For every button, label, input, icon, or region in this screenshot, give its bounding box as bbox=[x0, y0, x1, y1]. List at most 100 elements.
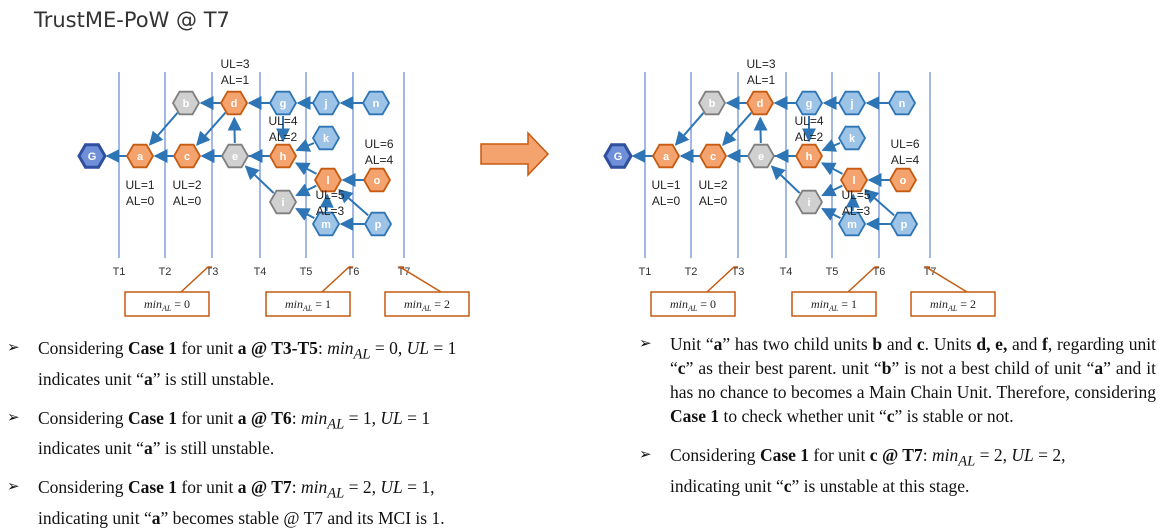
annotation-l: UL=5AL=3 bbox=[315, 188, 344, 218]
unit-node-l: l bbox=[839, 167, 869, 193]
svg-text:j: j bbox=[323, 98, 327, 110]
svg-text:G: G bbox=[614, 151, 623, 163]
unit-node-p: p bbox=[889, 211, 919, 237]
annotation-d: UL=3AL=1 bbox=[220, 57, 249, 87]
svg-text:i: i bbox=[807, 197, 810, 209]
svg-text:minAL = 1: minAL = 1 bbox=[811, 297, 857, 313]
unit-node-g: g bbox=[268, 90, 298, 116]
svg-text:AL=2: AL=2 bbox=[795, 130, 824, 144]
time-label: T2 bbox=[685, 266, 698, 278]
right-bullet-1: ➢ Unit “a” has two child units b and c. … bbox=[639, 334, 1156, 426]
svg-text:a: a bbox=[137, 151, 144, 163]
edge-e-d bbox=[753, 116, 768, 144]
annotation-c: UL=2AL=0 bbox=[698, 178, 727, 208]
left-bullet-2: ➢ Considering Case 1 for unit a @ T6: mi… bbox=[7, 407, 431, 459]
svg-text:p: p bbox=[901, 219, 908, 231]
unit-node-d: d bbox=[219, 90, 249, 116]
svg-text:c: c bbox=[184, 151, 190, 163]
unit-node-e: e bbox=[220, 143, 250, 169]
unit-node-i: i bbox=[794, 189, 824, 215]
annotation-c: UL=2AL=0 bbox=[172, 178, 201, 208]
transition-arrow bbox=[480, 131, 550, 177]
edge-l-i bbox=[295, 183, 317, 197]
time-label: T4 bbox=[780, 266, 793, 278]
unit-node-n: n bbox=[361, 90, 391, 116]
time-label: T4 bbox=[254, 266, 267, 278]
bullet-arrow-icon: ➢ bbox=[7, 340, 20, 356]
time-label: T1 bbox=[113, 266, 126, 278]
left-bullet-1: ➢ Considering Case 1 for unit a @ T3-T5:… bbox=[7, 338, 457, 389]
svg-text:AL=3: AL=3 bbox=[316, 204, 345, 218]
unit-node-j: j bbox=[311, 90, 341, 116]
svg-text:m: m bbox=[321, 219, 331, 231]
time-label: T1 bbox=[639, 266, 652, 278]
svg-text:UL=3: UL=3 bbox=[746, 57, 775, 71]
svg-text:g: g bbox=[806, 98, 813, 110]
time-label: T3 bbox=[206, 266, 219, 278]
annotation-h: UL=4AL=2 bbox=[268, 114, 297, 144]
svg-text:minAL = 0: minAL = 0 bbox=[144, 297, 190, 313]
svg-text:UL=1: UL=1 bbox=[125, 178, 154, 192]
edge-m-l bbox=[319, 193, 334, 212]
svg-text:UL=3: UL=3 bbox=[220, 57, 249, 71]
min-al-box-0: minAL = 0 bbox=[124, 266, 212, 317]
edge-p-l bbox=[864, 188, 895, 217]
svg-text:UL=5: UL=5 bbox=[841, 188, 870, 202]
edge-m-l bbox=[845, 193, 860, 212]
unit-node-G: G bbox=[77, 143, 107, 169]
svg-text:c: c bbox=[710, 151, 716, 163]
annotation-a: UL=1AL=0 bbox=[651, 178, 680, 208]
svg-text:minAL = 0: minAL = 0 bbox=[670, 297, 716, 313]
svg-text:m: m bbox=[847, 219, 857, 231]
annotation-l: UL=5AL=3 bbox=[841, 188, 870, 218]
svg-text:AL=2: AL=2 bbox=[269, 130, 298, 144]
unit-node-g: g bbox=[794, 90, 824, 116]
svg-text:h: h bbox=[280, 151, 287, 163]
edge-k-h bbox=[295, 138, 315, 152]
svg-text:d: d bbox=[231, 98, 238, 110]
edge-l-i bbox=[821, 183, 843, 197]
right-bullet-2: ➢ Considering Case 1 for unit c @ T7: mi… bbox=[639, 445, 1066, 496]
svg-text:AL=0: AL=0 bbox=[652, 194, 681, 208]
edge-d-c bbox=[196, 112, 227, 146]
min-al-box-1: minAL = 1 bbox=[791, 266, 879, 317]
svg-text:UL=4: UL=4 bbox=[268, 114, 297, 128]
svg-text:minAL = 1: minAL = 1 bbox=[285, 297, 331, 313]
svg-text:G: G bbox=[88, 151, 97, 163]
time-label: T3 bbox=[732, 266, 745, 278]
svg-text:b: b bbox=[709, 98, 716, 110]
unit-node-l: l bbox=[313, 167, 343, 193]
annotation-h: UL=4AL=2 bbox=[794, 114, 823, 144]
unit-node-j: j bbox=[837, 90, 867, 116]
annotation-o: UL=6AL=4 bbox=[364, 137, 393, 167]
time-label: T6 bbox=[347, 266, 360, 278]
svg-text:d: d bbox=[757, 98, 764, 110]
time-label: T6 bbox=[873, 266, 886, 278]
unit-node-h: h bbox=[268, 143, 298, 169]
svg-text:UL=6: UL=6 bbox=[890, 137, 919, 151]
annotation-a: UL=1AL=0 bbox=[125, 178, 154, 208]
annotation-o: UL=6AL=4 bbox=[890, 137, 919, 167]
edge-m-i bbox=[821, 207, 841, 221]
time-label: T7 bbox=[398, 266, 411, 278]
bullet-arrow-icon: ➢ bbox=[639, 336, 652, 352]
svg-text:AL=0: AL=0 bbox=[173, 194, 202, 208]
svg-text:AL=4: AL=4 bbox=[891, 153, 920, 167]
unit-node-a: a bbox=[125, 143, 155, 169]
svg-text:p: p bbox=[375, 219, 382, 231]
svg-text:l: l bbox=[852, 175, 855, 187]
edge-l-h bbox=[294, 162, 317, 176]
svg-text:UL=4: UL=4 bbox=[794, 114, 823, 128]
edge-d-c bbox=[722, 112, 753, 146]
time-label: T2 bbox=[159, 266, 172, 278]
svg-text:e: e bbox=[758, 151, 764, 163]
unit-node-h: h bbox=[794, 143, 824, 169]
edge-e-d bbox=[227, 116, 242, 144]
left-bullet-list: ➢ Considering Case 1 for unit a @ T3-T5:… bbox=[7, 336, 580, 530]
unit-node-m: m bbox=[311, 211, 341, 237]
page-title: TrustME-PoW @ T7 bbox=[34, 8, 230, 32]
svg-text:AL=1: AL=1 bbox=[747, 73, 776, 87]
min-al-box-1: minAL = 1 bbox=[265, 266, 353, 317]
edge-l-h bbox=[820, 162, 843, 176]
